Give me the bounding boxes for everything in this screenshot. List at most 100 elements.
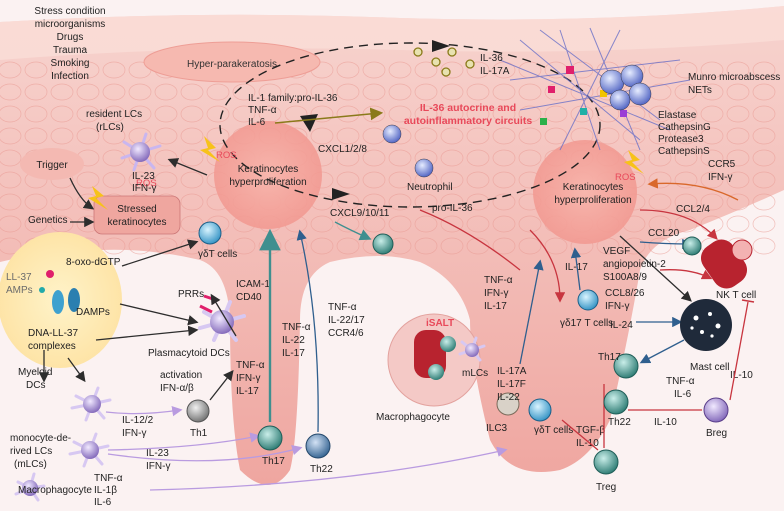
mlcs-l2: rived LCs: [10, 446, 52, 457]
il23-l2: IFN-γ: [132, 183, 156, 194]
keratinocyte-cell-outline: [752, 193, 776, 211]
keratinocyte-cell-outline: [24, 215, 48, 233]
keratinocyte-cell-outline: [154, 83, 178, 101]
il1-family-l1: IL-1 family:pro-IL-36: [248, 93, 338, 104]
ros-label-left: ROS: [216, 150, 237, 161]
myeloid-l2: DCs: [26, 380, 45, 391]
keratinocyte-cell-outline: [752, 105, 776, 123]
il10-right-label: IL-10: [730, 370, 753, 381]
keratinocyte-cell-outline: [726, 83, 750, 101]
dna-to-pdc-arrow: [95, 325, 199, 341]
keratinocyte-cell-outline: [154, 237, 178, 255]
keratinocyte-cell-outline: [232, 237, 256, 255]
keratinocyte-cell-outline: [440, 105, 464, 123]
mlcs-l1: monocyte-de-: [10, 433, 71, 444]
keratinocyte-cell-outline: [518, 237, 542, 255]
red-curve-2: [529, 229, 566, 303]
protease-l4: CathepsinS: [658, 146, 710, 157]
il1-to-autocrine-arrow: [274, 107, 384, 124]
keratinocyte-cell-outline: [674, 215, 698, 233]
keratinocyte-cell-outline: [648, 105, 672, 123]
keratinocyte-cell-outline: [414, 193, 438, 211]
keratinocyte-cell-outline: [0, 237, 22, 255]
ccl826-l2: IFN-γ: [605, 301, 629, 312]
mast-cell: [680, 299, 732, 351]
dna-ll37-l1: DNA-LL-37: [28, 328, 78, 339]
keratinocyte-cell-outline: [726, 193, 750, 211]
tgf-l2: IL-10: [576, 438, 599, 449]
ccl826-l1: CCL8/26: [605, 288, 645, 299]
pro-il36-label: pro-IL-36: [432, 203, 473, 214]
breg-label: Breg: [706, 428, 727, 439]
hyper-parakeratosis-ellipse: [143, 41, 321, 83]
keratinocyte-cell-outline: [24, 61, 48, 79]
keratinocyte-cell-outline: [206, 105, 230, 123]
keratinocyte-cell-outline: [752, 127, 776, 145]
keratinocyte-cell-outline: [336, 171, 360, 189]
keratinocyte-cell-outline: [622, 127, 646, 145]
il1-family-l3: IL-6: [248, 117, 266, 128]
il1-family-l2: TNF-α: [248, 105, 277, 116]
stressed-kc-box: [93, 195, 181, 235]
damps-label: DAMPs: [76, 307, 110, 318]
ll37-l2: AMPs: [6, 285, 33, 296]
lightning-bolt-icon: [88, 186, 108, 210]
trigger-list: Stress condition microorganisms Drugs Tr…: [34, 6, 105, 82]
keratinocyte-cell-outline: [76, 83, 100, 101]
keratinocyte-cell-outline: [492, 215, 516, 233]
th22-up-arrow: [296, 229, 319, 433]
keratinocyte-cell-outline: [388, 215, 412, 233]
mlc-to-th22-arrow: [107, 445, 303, 462]
keratinocyte-cell-outline: [648, 149, 672, 167]
th22-right-label: Th22: [608, 417, 631, 428]
keratinocyte-cell-outline: [102, 237, 126, 255]
il122-l2: IFN-γ: [122, 428, 146, 439]
keratinocyte-cell-outline: [0, 149, 22, 167]
hyper-parakeratosis-label: Hyper-parakeratosis: [187, 59, 277, 70]
mlcs-center-label: mLCs: [462, 368, 488, 379]
keratinocyte-cell-outline: [440, 237, 464, 255]
il36-top-l1: IL-36: [480, 53, 503, 64]
keratinocyte-cell-outline: [466, 149, 490, 167]
ll37-l1: LL-37: [6, 272, 32, 283]
nkt-cell: [731, 239, 753, 261]
kc-hyper-left-cluster: [214, 121, 322, 229]
keratinocyte-cell-outline: [648, 127, 672, 145]
th1-label: Th1: [190, 428, 208, 439]
keratinocyte-cell-outline: [752, 171, 776, 189]
gdt-cell-right: [528, 398, 552, 422]
prr-receptor: [199, 304, 213, 314]
keratinocyte-cell-outline: [0, 171, 22, 189]
macro-center-label: Macrophagocyte: [376, 412, 450, 423]
trigger-line: Infection: [51, 71, 89, 82]
pdc-cyt-l3: IL-17: [236, 386, 259, 397]
keratinocyte-cell-outline: [752, 149, 776, 167]
keratinocyte-cell-outline: [700, 171, 724, 189]
keratinocyte-cell-outline: [388, 61, 412, 79]
mlcs-l3: (mLCs): [14, 459, 47, 470]
stressed-kc-l1: Stressed: [117, 204, 156, 215]
keratinocyte-cell-outline: [700, 105, 724, 123]
keratinocyte-cell-outline: [414, 105, 438, 123]
keratinocyte-cell-outline: [76, 105, 100, 123]
keratinocyte-cell-outline: [414, 127, 438, 145]
mast-cell-label: Mast cell: [690, 362, 729, 373]
keratinocyte-cell-outline: [596, 105, 620, 123]
keratinocyte-cell-outline: [76, 127, 100, 145]
keratinocyte-cell-outline: [0, 127, 22, 145]
keratinocyte-cell-outline: [544, 105, 568, 123]
keratinocyte-cell-outline: [700, 83, 724, 101]
keratinocyte-cell-outline: [258, 83, 282, 101]
protease-l1: Elastase: [658, 110, 697, 121]
keratinocyte-cell-outline: [466, 127, 490, 145]
keratinocyte-cell-outline: [50, 61, 74, 79]
macro-to-ilc3-arrow: [149, 446, 508, 491]
th17-center-cell: [257, 425, 283, 451]
keratinocyte-cell-outline: [674, 193, 698, 211]
keratinocyte-cell-outline: [466, 105, 490, 123]
keratinocyte-cell-outline: [700, 149, 724, 167]
keratinocyte-cell-outline: [336, 105, 360, 123]
resident-lcs-l1: resident LCs: [86, 109, 142, 120]
keratinocyte-cell-outline: [76, 61, 100, 79]
